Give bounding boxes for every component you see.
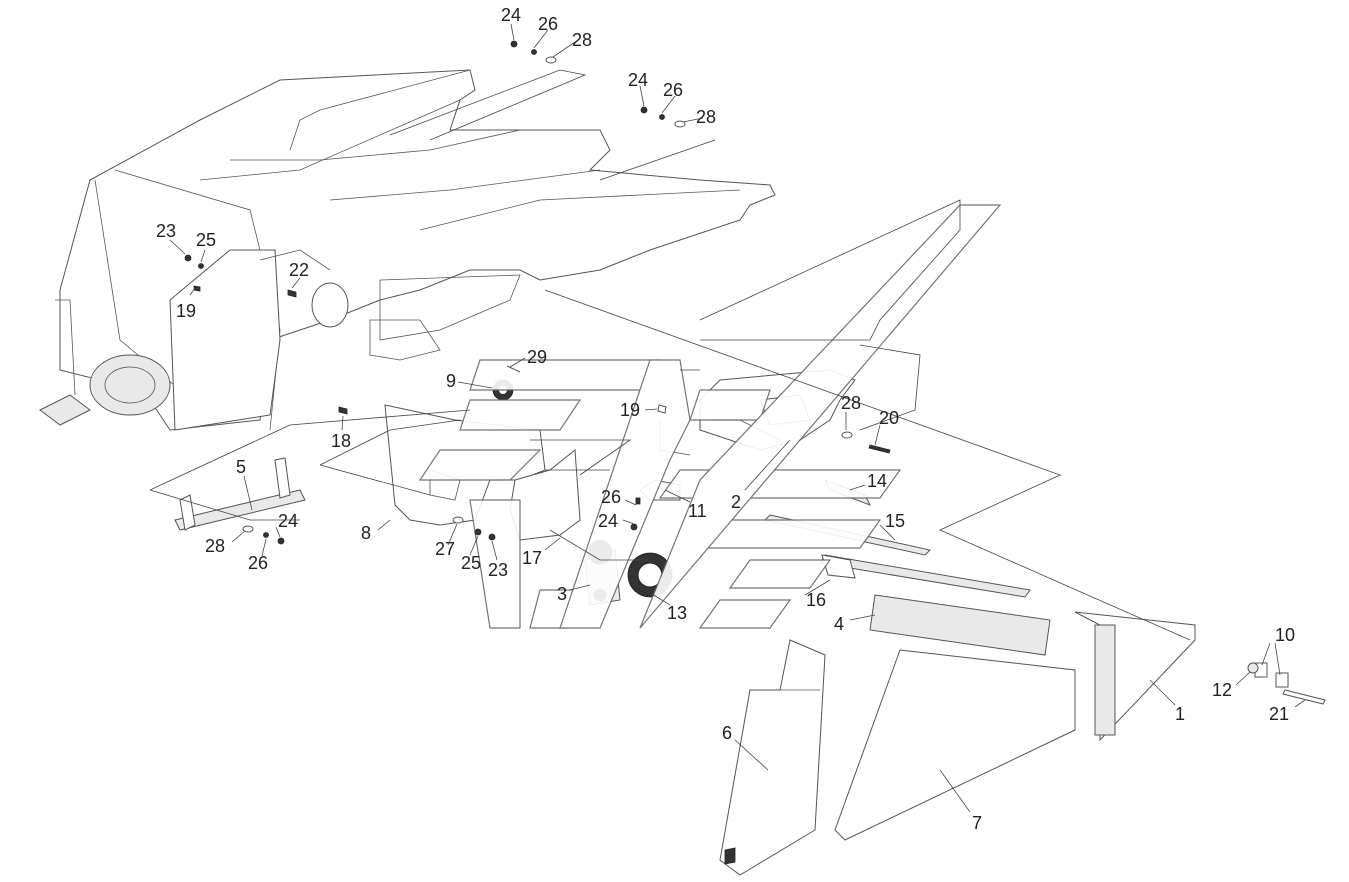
label-7: 7 [972, 813, 982, 833]
label-28-right: 28 [841, 393, 861, 413]
label-12: 12 [1212, 680, 1232, 700]
label-14: 14 [867, 471, 887, 491]
outline-lines [149, 69, 1191, 641]
label-29: 29 [527, 347, 547, 367]
bracket-5 [174, 457, 306, 531]
label-23-bottom: 23 [488, 560, 508, 580]
label-4: 4 [834, 614, 844, 634]
label-26-upper: 26 [663, 80, 683, 100]
label-23-left: 23 [156, 221, 176, 241]
watermark-logo [418, 204, 1002, 629]
header-assembly [39, 69, 776, 431]
label-28-top: 28 [572, 30, 592, 50]
label-20: 20 [879, 408, 899, 428]
label-11: 11 [688, 501, 707, 521]
label-3: 3 [557, 584, 567, 604]
bar-16 [819, 554, 1031, 598]
label-25-bottom: 25 [461, 553, 481, 573]
label-24-top: 24 [501, 5, 521, 25]
label-28-bottom: 28 [205, 536, 225, 556]
label-19-right: 19 [620, 400, 640, 420]
label-24-mid: 24 [598, 511, 618, 531]
leader-lines [169, 23, 1306, 813]
label-6: 6 [722, 723, 732, 743]
label-8: 8 [361, 523, 371, 543]
panel-6 [719, 639, 826, 876]
label-26-bottom: 26 [248, 553, 268, 573]
panel-1 [1074, 611, 1196, 742]
label-22: 22 [289, 260, 309, 280]
bracket-10 [1247, 662, 1326, 705]
label-2: 2 [731, 492, 741, 512]
label-10: 10 [1275, 625, 1295, 645]
plate-4 [869, 594, 1051, 656]
label-27: 27 [435, 539, 455, 559]
label-28-upper: 28 [696, 107, 716, 127]
label-9: 9 [446, 371, 456, 391]
label-26-top: 26 [538, 14, 558, 34]
panel-7 [834, 649, 1076, 841]
label-18: 18 [331, 431, 351, 451]
hardware [184, 40, 891, 545]
label-1: 1 [1175, 704, 1185, 724]
label-5: 5 [236, 457, 246, 477]
label-24-bottom: 24 [278, 511, 298, 531]
label-25-left: 25 [196, 230, 216, 250]
label-21: 21 [1269, 704, 1289, 724]
label-19-left: 19 [176, 301, 196, 321]
label-15: 15 [885, 511, 905, 531]
label-13: 13 [667, 603, 687, 623]
label-26-mid: 26 [601, 487, 621, 507]
label-24-upper: 24 [628, 70, 648, 90]
label-16: 16 [806, 590, 826, 610]
label-17: 17 [522, 548, 542, 568]
part-labels: 24 26 28 24 26 28 23 25 22 19 29 9 19 28… [156, 5, 1295, 833]
